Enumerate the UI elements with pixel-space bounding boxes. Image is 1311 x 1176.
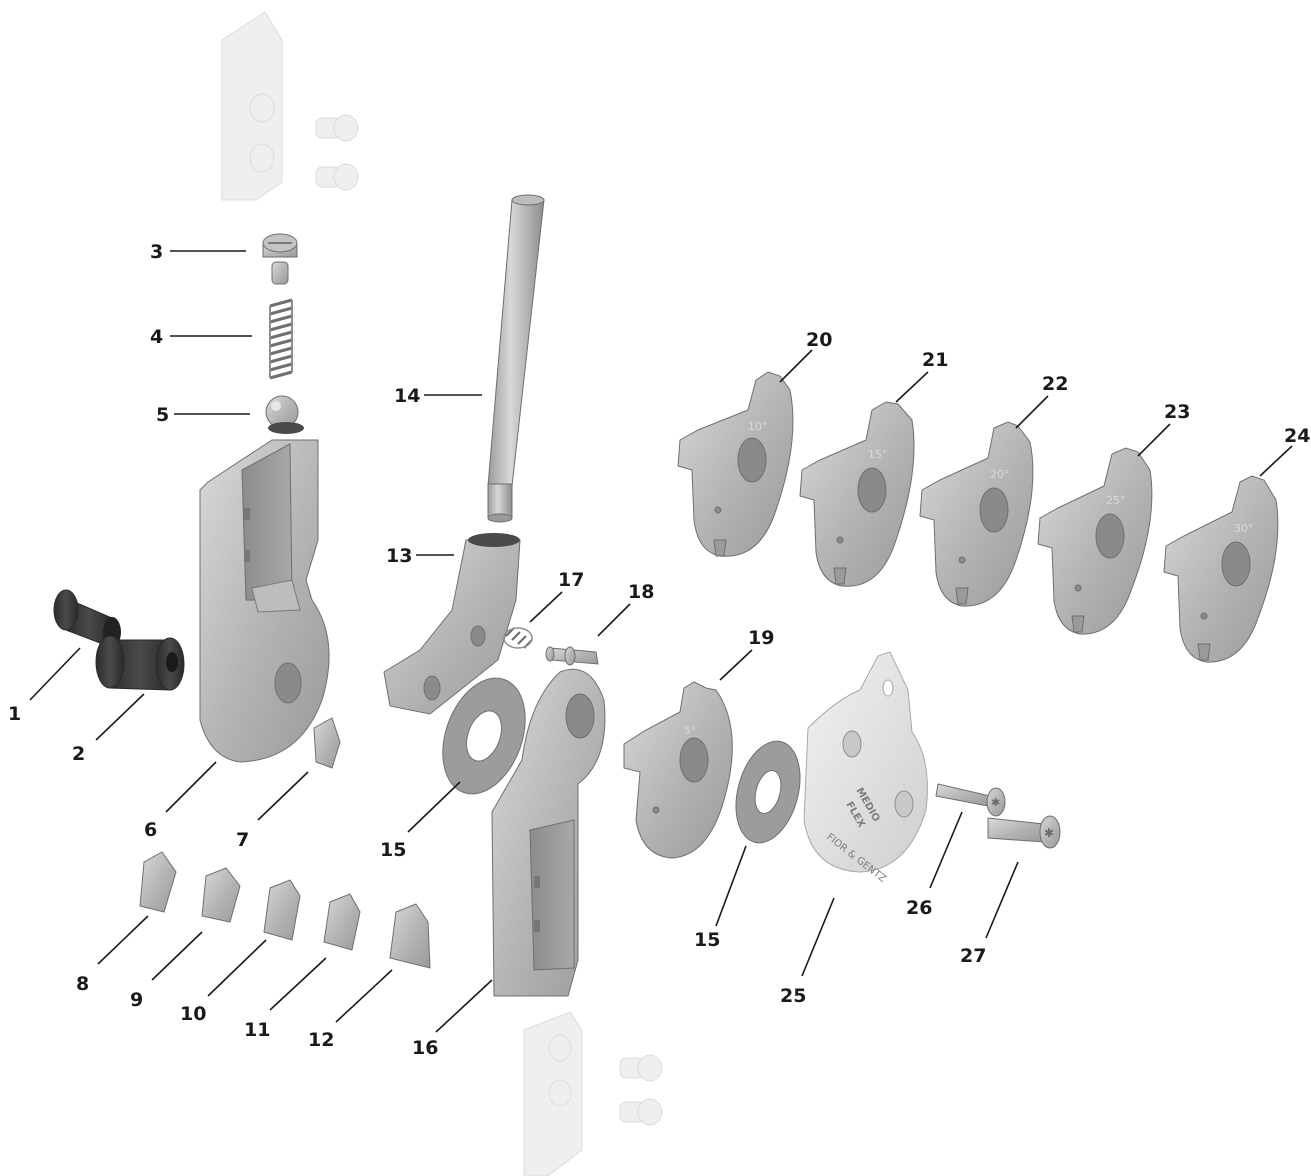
part-11-wedge: [323, 893, 361, 951]
part-7-stop-wedge: [313, 717, 341, 769]
leader-19: [719, 649, 753, 681]
part-25-cover-plate: MEDIO FLEX FIOR & GENTZ: [803, 651, 928, 885]
part-23-stop-disc: 25°: [1037, 447, 1153, 635]
callout-5: 5: [156, 404, 169, 426]
part-10-wedge: [263, 879, 301, 941]
leader-6: [165, 761, 217, 813]
callout-27: 27: [960, 945, 986, 967]
callout-20: 20: [806, 329, 832, 351]
part-26-screw: ✱: [935, 783, 1006, 817]
callout-3: 3: [150, 241, 163, 263]
part-2-bushing: [95, 635, 185, 691]
leader-12: [335, 969, 393, 1023]
disc-angle-5: 5°: [684, 724, 697, 737]
leader-15b: [715, 845, 747, 927]
leader-15a: [407, 781, 461, 833]
disc-angle-30: 30°: [1234, 522, 1254, 535]
part-9-wedge: [201, 867, 241, 923]
callout-24: 24: [1284, 425, 1310, 447]
part-3-set-screw: [262, 233, 298, 285]
leader-8: [97, 915, 149, 965]
leader-1: [29, 647, 81, 701]
part-24-stop-disc: 30°: [1163, 475, 1279, 663]
ghost-upper-bar: [221, 11, 283, 201]
callout-17: 17: [558, 569, 584, 591]
leader-22: [1015, 395, 1049, 429]
disc-angle-25: 25°: [1106, 494, 1126, 507]
leader-7: [257, 771, 309, 821]
part-14-axle-rod: [487, 194, 545, 523]
part-15-washer-right: [735, 740, 801, 844]
leader-17: [529, 591, 563, 623]
callout-26: 26: [906, 897, 932, 919]
disc-angle-15: 15°: [868, 448, 888, 461]
leader-lines: [29, 250, 1293, 1033]
part-20-stop-disc: 10°: [677, 371, 794, 557]
callout-15-right: 15: [694, 929, 720, 951]
leader-18: [597, 603, 631, 637]
leader-20: [779, 349, 813, 383]
callout-25: 25: [780, 985, 806, 1007]
part-6-joint-body: [199, 422, 330, 763]
callout-22: 22: [1042, 373, 1068, 395]
callout-7: 7: [236, 829, 249, 851]
part-22-stop-disc: 20°: [919, 421, 1034, 607]
callout-16: 16: [412, 1037, 438, 1059]
leader-25: [801, 897, 835, 977]
leader-11: [269, 957, 327, 1011]
ghost-screw-bottom-1: [619, 1054, 663, 1082]
svg-text:✱: ✱: [1044, 826, 1054, 840]
part-12-wedge: [389, 903, 431, 969]
leader-2: [95, 693, 145, 741]
leader-21: [895, 371, 929, 403]
part-1-bushing: [53, 589, 121, 647]
callout-11: 11: [244, 1019, 270, 1041]
callout-1: 1: [8, 703, 21, 725]
callout-15-left: 15: [380, 839, 406, 861]
callout-14: 14: [394, 385, 420, 407]
callout-2: 2: [72, 743, 85, 765]
callout-18: 18: [628, 581, 654, 603]
leader-16: [435, 979, 493, 1033]
leader-24: [1259, 445, 1293, 477]
callout-19: 19: [748, 627, 774, 649]
part-19-stop-disc: 5°: [623, 681, 733, 859]
part-27-screw: ✱: [987, 815, 1061, 849]
callout-12: 12: [308, 1029, 334, 1051]
callout-8: 8: [76, 973, 89, 995]
svg-text:✱: ✱: [991, 796, 1000, 809]
ghost-screw-bottom-2: [619, 1098, 663, 1126]
part-4-spring: [269, 298, 293, 380]
part-17-spring: [503, 627, 533, 649]
leader-10: [207, 939, 267, 997]
part-15-washer-left: [442, 677, 526, 795]
callout-21: 21: [922, 349, 948, 371]
callout-4: 4: [150, 326, 163, 348]
callout-23: 23: [1164, 401, 1190, 423]
callout-10: 10: [180, 1003, 206, 1025]
part-21-stop-disc: 15°: [799, 401, 915, 587]
leader-23: [1137, 423, 1171, 457]
part-18-pin: [545, 646, 599, 666]
ghost-screw-upper: [315, 114, 359, 142]
leader-27: [985, 861, 1019, 939]
callout-13: 13: [386, 545, 412, 567]
disc-angle-10: 10°: [748, 420, 768, 433]
callout-9: 9: [130, 989, 143, 1011]
part-13-lever: [383, 533, 521, 715]
callout-labels: 1 2 3 4 5 6 7 8 9 10 11 12 13 14 15 15 1…: [8, 241, 1310, 1059]
callout-6: 6: [144, 819, 157, 841]
ghost-screw-lower: [315, 163, 359, 191]
leader-26: [929, 811, 963, 889]
part-8-wedge: [139, 851, 177, 913]
leader-9: [151, 931, 203, 981]
disc-angle-20: 20°: [990, 468, 1010, 481]
ghost-lower-bar: [523, 1011, 583, 1176]
part-16-lower-bar: [491, 668, 606, 997]
